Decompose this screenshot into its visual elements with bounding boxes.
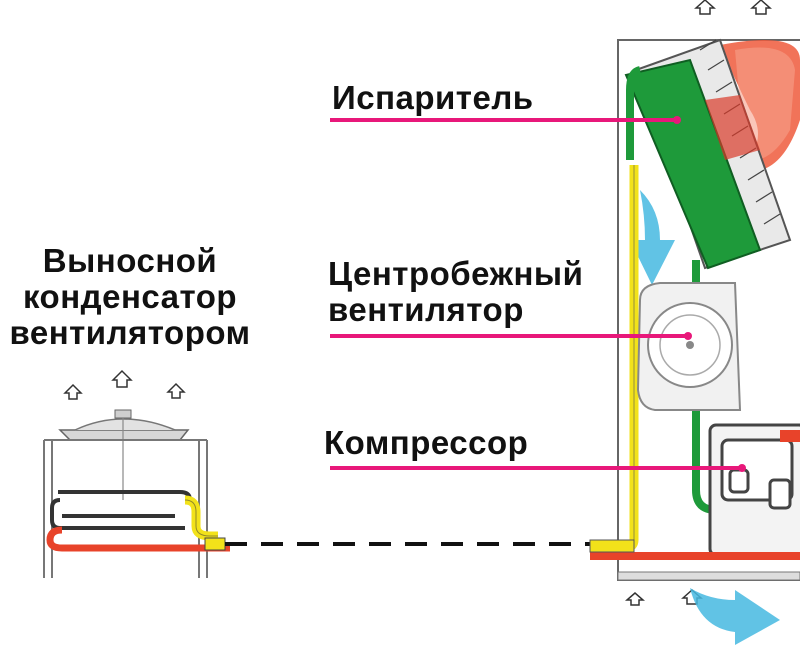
centrifugal-fan-label: Центробежный вентилятор <box>328 256 583 328</box>
cold-air-flow-icon <box>630 190 675 285</box>
condenser-fan-cap <box>114 409 132 419</box>
remote-condenser-label-line3: вентилятором <box>9 314 251 351</box>
remote-condenser-label-line1: Выносной <box>42 242 218 279</box>
remote-condenser-unit <box>43 369 230 578</box>
condenser-frame <box>43 439 208 578</box>
compressor <box>708 423 800 557</box>
air-out-arrow-icon <box>166 382 186 399</box>
air-out-arrow-icon <box>63 383 83 400</box>
condenser-coil <box>50 490 192 530</box>
remote-condenser-label: Выносной конденсатор вентилятором <box>0 243 260 351</box>
evaporator-coil <box>624 38 792 270</box>
centrifugal-fan-label-line1: Центробежный <box>328 255 584 292</box>
leader-lines <box>330 118 742 470</box>
condenser-liquid-pipe <box>184 495 218 541</box>
air-out-arrow-icon <box>111 369 133 388</box>
centrifugal-fan-label-line2: вентилятор <box>328 291 524 328</box>
cold-air-flow-icon <box>690 588 780 645</box>
evaporator-label: Испаритель <box>332 79 534 116</box>
air-in-arrow-icon <box>750 0 772 15</box>
air-out-arrow-icon <box>625 592 645 606</box>
condenser-fan-housing <box>58 429 190 441</box>
condenser-hot-pipe <box>46 526 230 552</box>
centrifugal-fan <box>636 282 742 411</box>
air-in-arrow-icon <box>694 0 716 15</box>
indoor-unit <box>589 0 800 645</box>
remote-condenser-label-line2: конденсатор <box>22 278 238 315</box>
compressor-label: Компрессор <box>324 424 529 461</box>
